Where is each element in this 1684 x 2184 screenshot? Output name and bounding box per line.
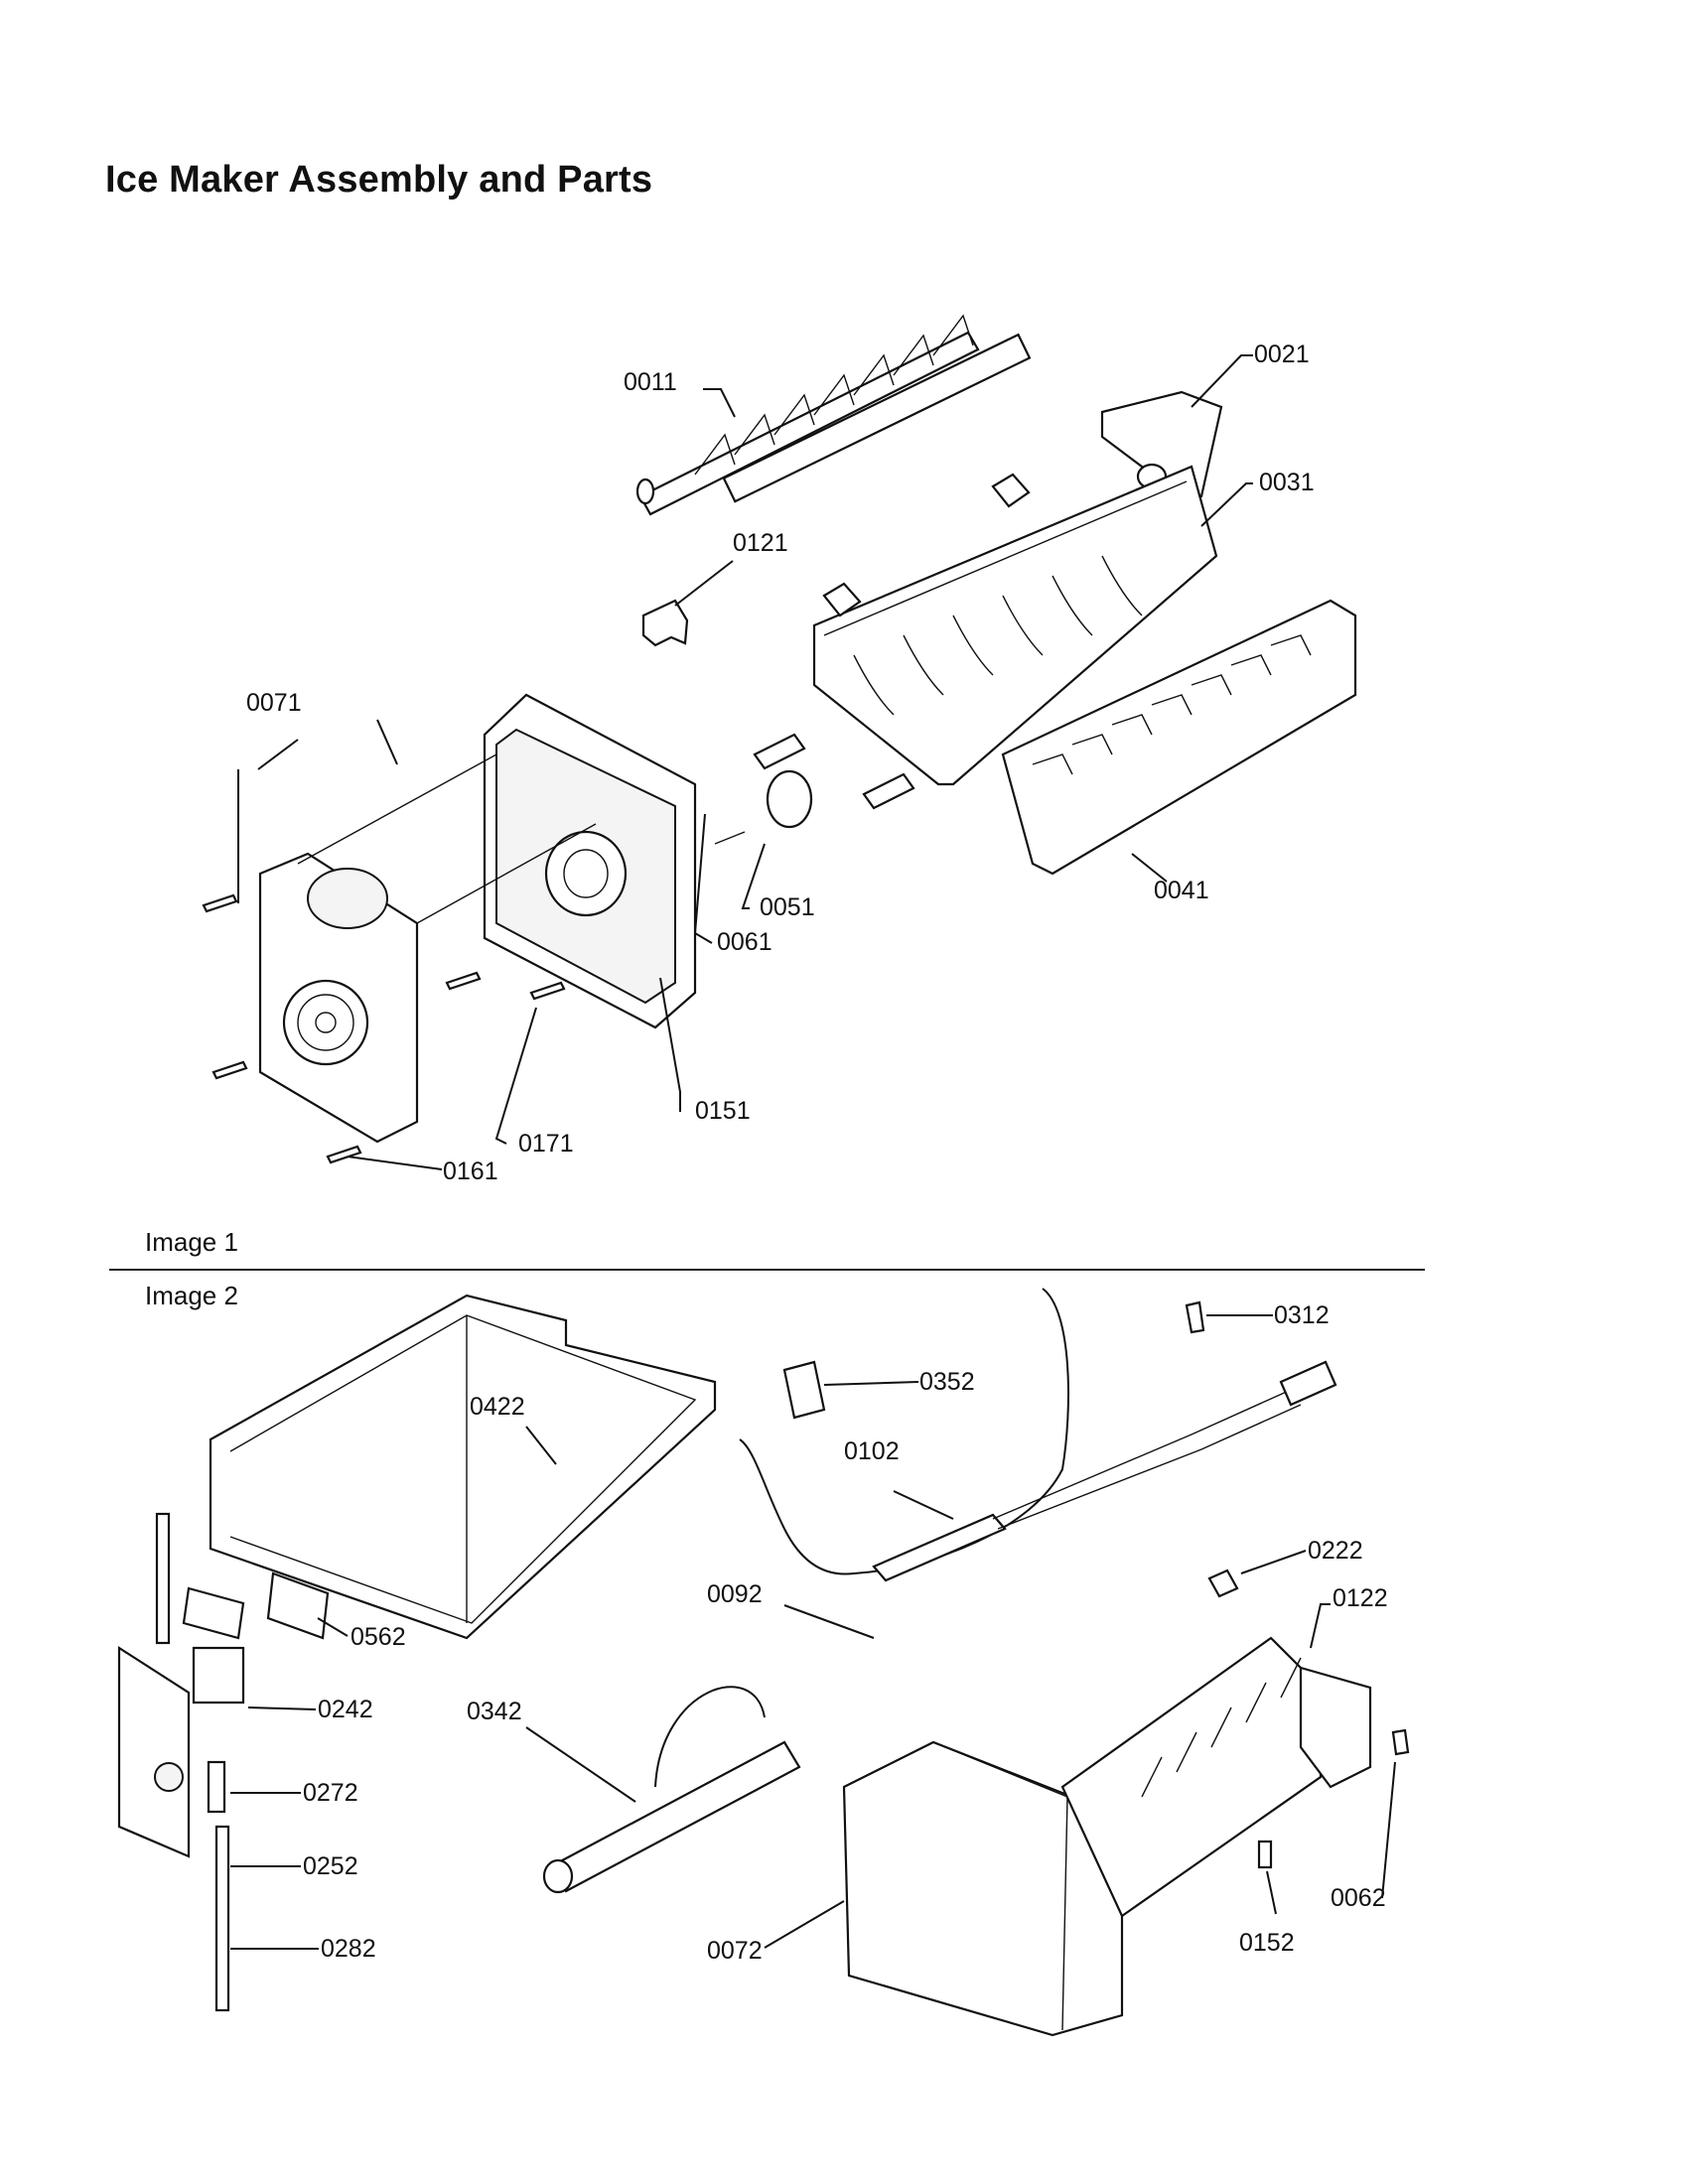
terminal-0352-drawing bbox=[782, 1360, 826, 1420]
section-divider bbox=[109, 1269, 1425, 1271]
image2-leader-lines bbox=[230, 1314, 1396, 1950]
part-label-0352: 0352 bbox=[919, 1368, 975, 1396]
motor-housing-0061-drawing bbox=[483, 693, 697, 1029]
part-label-0051: 0051 bbox=[760, 893, 815, 921]
part-label-0282: 0282 bbox=[321, 1935, 376, 1963]
part-label-0102: 0102 bbox=[844, 1437, 900, 1465]
shaft-parts-drawing bbox=[714, 733, 915, 845]
image-1-label: Image 1 bbox=[145, 1227, 238, 1257]
part-label-0061: 0061 bbox=[717, 928, 772, 956]
part-label-0041: 0041 bbox=[1154, 877, 1209, 904]
clip-0121-drawing bbox=[641, 599, 689, 647]
part-label-0092: 0092 bbox=[707, 1580, 763, 1608]
fill-cup-0342-drawing bbox=[542, 1686, 801, 1894]
part-label-0011: 0011 bbox=[624, 368, 677, 396]
ejector-blade-0011-drawing bbox=[635, 314, 1032, 516]
switch-0062-drawing bbox=[1391, 1728, 1410, 1756]
part-label-0152: 0152 bbox=[1239, 1929, 1295, 1957]
part-label-0422: 0422 bbox=[470, 1393, 525, 1421]
part-label-0031: 0031 bbox=[1259, 469, 1315, 496]
part-label-0171: 0171 bbox=[518, 1130, 574, 1158]
part-label-0242: 0242 bbox=[318, 1696, 373, 1723]
page-title: Ice Maker Assembly and Parts bbox=[105, 159, 653, 201]
image1-leader-lines bbox=[237, 354, 1253, 1170]
part-label-0122: 0122 bbox=[1333, 1584, 1388, 1612]
plug-0562-drawing bbox=[266, 1571, 330, 1640]
control-box-0071-drawing bbox=[258, 753, 597, 1144]
mold-0031-drawing bbox=[812, 465, 1218, 786]
part-label-0072: 0072 bbox=[707, 1937, 763, 1965]
harness-0092-drawing bbox=[872, 1360, 1337, 1582]
part-label-0252: 0252 bbox=[303, 1852, 358, 1880]
screw-0152-drawing bbox=[1257, 1840, 1273, 1869]
part-label-0272: 0272 bbox=[303, 1779, 358, 1807]
screws-drawing bbox=[202, 893, 566, 1164]
image-2-label: Image 2 bbox=[145, 1281, 238, 1310]
part-label-0562: 0562 bbox=[351, 1623, 406, 1651]
nut-0312-drawing bbox=[1185, 1300, 1205, 1334]
part-label-0062: 0062 bbox=[1331, 1884, 1386, 1912]
part-label-0121: 0121 bbox=[733, 529, 788, 557]
part-label-0021: 0021 bbox=[1254, 341, 1310, 368]
ice-bin-0422-drawing bbox=[209, 1294, 717, 1640]
water-valve-0242-drawing bbox=[117, 1512, 245, 2012]
part-label-0312: 0312 bbox=[1274, 1301, 1330, 1329]
part-label-0151: 0151 bbox=[695, 1097, 751, 1125]
icemaker-assy-0072-drawing bbox=[842, 1569, 1372, 2037]
part-label-0222: 0222 bbox=[1308, 1537, 1363, 1565]
fill-tube-0102-drawing bbox=[739, 1288, 1069, 1575]
stripper-0041-drawing bbox=[1001, 599, 1357, 876]
part-label-0161: 0161 bbox=[443, 1158, 498, 1185]
part-label-0071: 0071 bbox=[246, 689, 302, 717]
part-label-0342: 0342 bbox=[467, 1698, 522, 1725]
